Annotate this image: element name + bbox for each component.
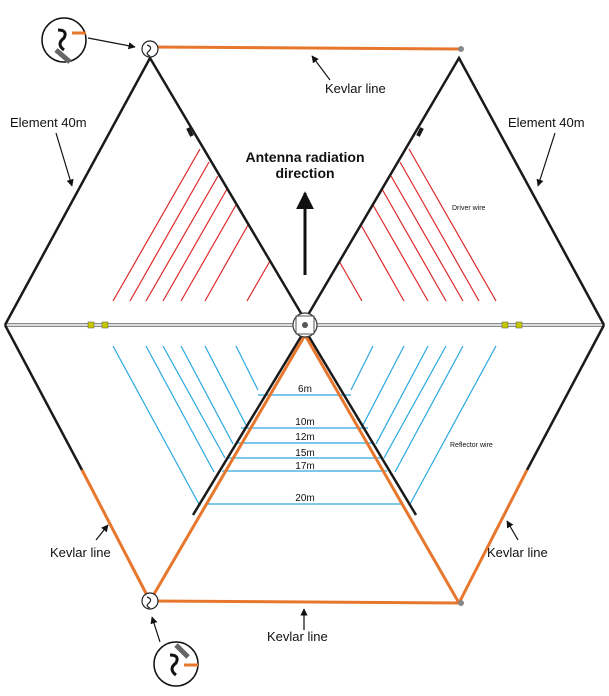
element-left-lower bbox=[3, 324, 84, 471]
reflector-wire-right-4 bbox=[375, 345, 429, 445]
band-label-17m: 17m bbox=[295, 461, 314, 472]
band-label-10m: 10m bbox=[295, 417, 314, 428]
kevlar-right-line bbox=[457, 469, 529, 604]
driver-wire-left-2 bbox=[129, 161, 210, 302]
element-left-label: Element 40m bbox=[10, 115, 87, 130]
reflector-wires bbox=[112, 345, 497, 507]
band-label-15m: 15m bbox=[295, 448, 314, 459]
kevlar-lines bbox=[80, 45, 529, 605]
driver-wire-right-1 bbox=[408, 148, 497, 302]
driver-wires bbox=[112, 148, 497, 302]
element-left-upper bbox=[3, 55, 307, 326]
radiation-label-line2: direction bbox=[275, 165, 334, 181]
band-label-20m: 20m bbox=[295, 493, 314, 504]
reflector-wire-left-4 bbox=[180, 345, 234, 445]
element-center-right-lower bbox=[303, 329, 418, 516]
driver-wire-right-5 bbox=[372, 204, 429, 302]
driver-wire-left-6 bbox=[204, 224, 249, 302]
element-right-label: Element 40m bbox=[508, 115, 585, 130]
hook-bottom-right bbox=[458, 600, 464, 606]
driver-wire-right-2 bbox=[399, 161, 480, 302]
antenna-hub-icon bbox=[292, 312, 318, 338]
reflector-wire-left-2 bbox=[145, 345, 215, 473]
radiation-label-line1: Antenna radiation bbox=[245, 149, 364, 165]
reflector-wire-right-3 bbox=[383, 345, 447, 459]
reflector-wire-left-6 bbox=[235, 345, 259, 391]
band-label-6m: 6m bbox=[298, 384, 312, 395]
driver-wire-label: Driver wire bbox=[452, 205, 486, 212]
element-frame bbox=[3, 55, 606, 516]
kevlar-left-line bbox=[80, 469, 152, 602]
driver-wire-left-5 bbox=[180, 204, 237, 302]
hook-detail-icon-bottom bbox=[150, 616, 199, 687]
hook-detail-icon-top bbox=[41, 17, 136, 64]
reflector-wire-left-3 bbox=[162, 345, 226, 459]
element-center-left-lower bbox=[191, 329, 307, 516]
kevlar-lower-left-triangle bbox=[148, 334, 307, 602]
reflector-wire-left-5 bbox=[204, 345, 247, 426]
kevlar-left-label: Kevlar line bbox=[50, 545, 111, 560]
driver-wire-left-1 bbox=[112, 148, 201, 302]
reflector-wire-right-6 bbox=[350, 345, 374, 391]
hook-top-right bbox=[458, 46, 464, 52]
kevlar-lower-right-triangle bbox=[303, 334, 461, 604]
hook-top-left bbox=[141, 40, 159, 58]
driver-wire-right-4 bbox=[381, 188, 447, 302]
kevlar-top-label: Kevlar line bbox=[325, 81, 386, 96]
driver-wire-left-7 bbox=[246, 260, 271, 302]
driver-wire-right-6 bbox=[360, 224, 405, 302]
reflector-wire-right-1 bbox=[408, 345, 497, 507]
driver-wire-left-4 bbox=[162, 188, 228, 302]
band-label-12m: 12m bbox=[295, 432, 314, 443]
element-left-pointer bbox=[55, 132, 74, 187]
kevlar-top-pointer bbox=[311, 55, 331, 81]
element-right-upper bbox=[303, 55, 606, 326]
element-right-pointer bbox=[536, 132, 556, 187]
element-right-lower bbox=[525, 324, 606, 471]
hook-bottom-left bbox=[141, 592, 159, 610]
driver-wire-left-3 bbox=[145, 175, 219, 302]
reflector-wire-label: Reflector wire bbox=[450, 442, 493, 449]
kevlar-top-line bbox=[149, 45, 460, 51]
driver-wire-right-3 bbox=[390, 175, 464, 302]
kevlar-right-label: Kevlar line bbox=[487, 545, 548, 560]
kevlar-bottom-line bbox=[149, 599, 460, 605]
reflector-wire-right-2 bbox=[394, 345, 464, 473]
driver-wire-right-7 bbox=[338, 260, 363, 302]
kevlar-bottom-label: Kevlar line bbox=[267, 629, 328, 644]
kevlar-left-pointer bbox=[95, 524, 109, 541]
reflector-wire-right-5 bbox=[362, 345, 405, 426]
reflector-wire-left-1 bbox=[112, 345, 201, 507]
kevlar-right-pointer bbox=[506, 520, 519, 541]
